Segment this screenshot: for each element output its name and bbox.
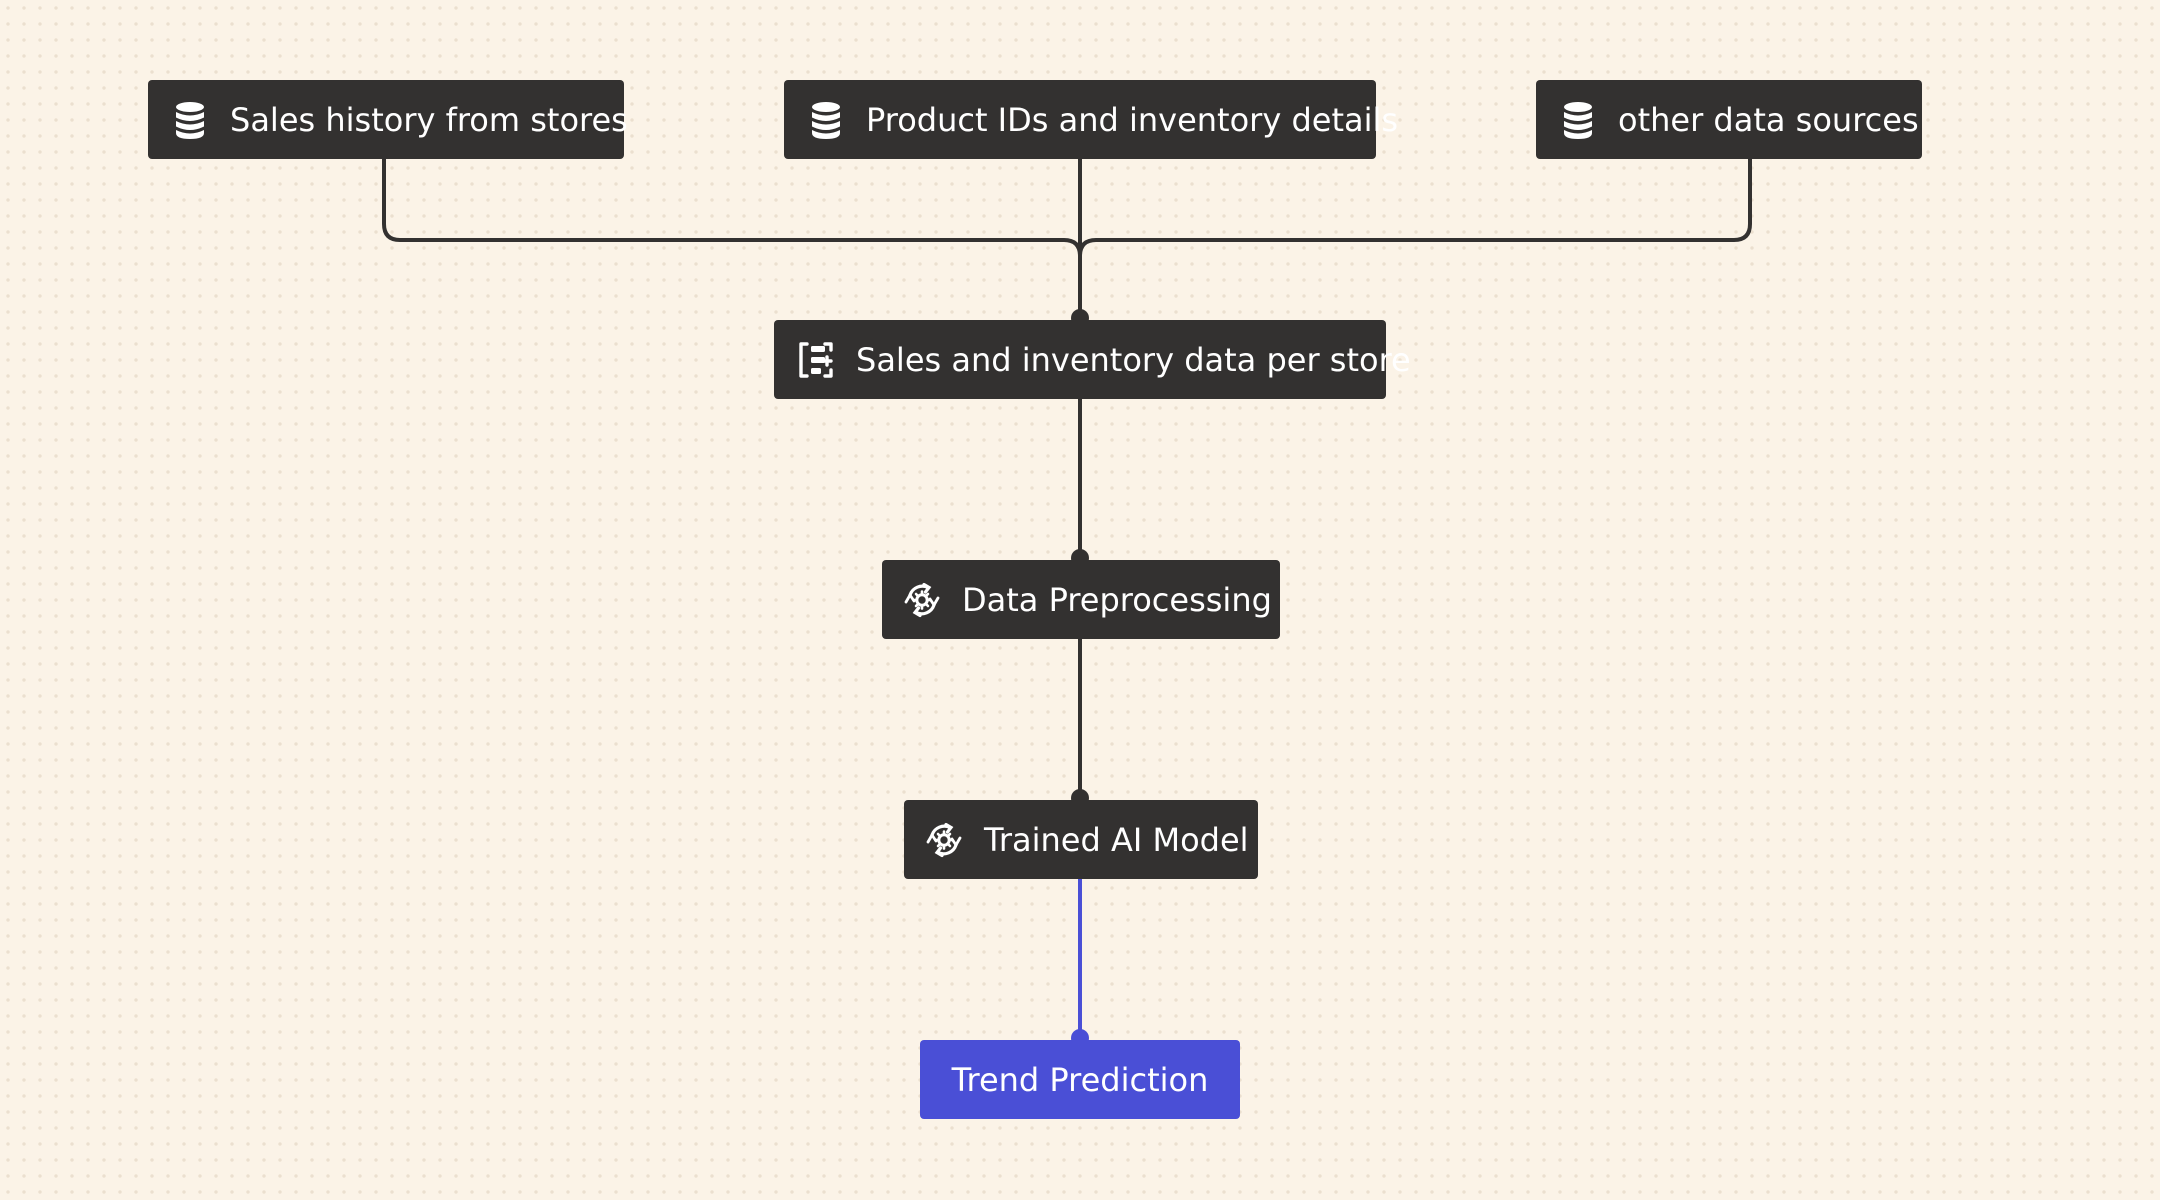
node-label: Sales history from stores xyxy=(230,100,628,139)
node-data-preprocessing[interactable]: Data Preprocessing xyxy=(882,560,1280,639)
node-sales-inventory-data[interactable]: Sales and inventory data per store xyxy=(774,320,1411,399)
node-label: Sales and inventory data per store xyxy=(856,340,1411,379)
edge-sales-history-to-sales-inventory xyxy=(382,159,1082,318)
database-icon xyxy=(806,100,846,140)
node-label: other data sources xyxy=(1618,100,1919,139)
database-icon xyxy=(1558,100,1598,140)
node-sales-history[interactable]: Sales history from stores xyxy=(148,80,628,159)
node-trend-prediction[interactable]: Trend Prediction xyxy=(920,1040,1240,1119)
node-label: Product IDs and inventory details xyxy=(866,100,1399,139)
node-label: Trained AI Model xyxy=(984,820,1249,859)
edge-other-sources-to-sales-inventory xyxy=(1078,159,1752,318)
database-icon xyxy=(170,100,210,140)
node-label: Data Preprocessing xyxy=(962,580,1272,619)
node-other-data-sources[interactable]: other data sources xyxy=(1536,80,1922,159)
gear-cycle-icon xyxy=(924,820,964,860)
node-trained-ai-model[interactable]: Trained AI Model xyxy=(904,800,1258,879)
gear-cycle-icon xyxy=(902,580,942,620)
node-label: Trend Prediction xyxy=(951,1060,1209,1099)
node-product-ids[interactable]: Product IDs and inventory details xyxy=(784,80,1398,159)
dataset-icon xyxy=(796,340,836,380)
